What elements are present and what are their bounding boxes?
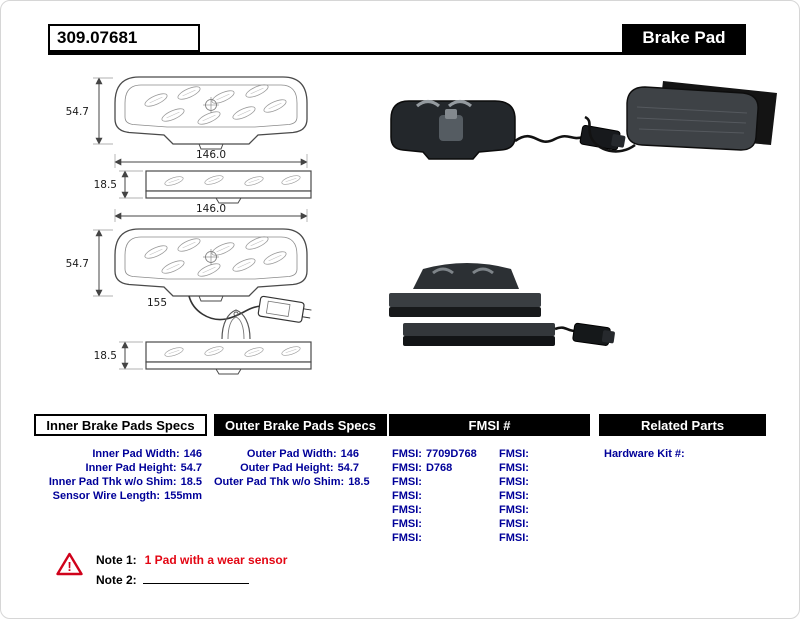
page-header: 309.07681 Brake Pad <box>48 24 746 55</box>
spec-value: 146 <box>340 448 359 460</box>
spec-label: Outer Pad Height: <box>240 462 334 474</box>
spec-value: 54.7 <box>337 462 359 474</box>
spec-row: Inner Pad Thk w/o Shim:18.5 <box>34 475 202 489</box>
fmsi-label: FMSI: <box>499 476 529 488</box>
warning-glyph: ! <box>67 559 71 574</box>
spec-value: 146 <box>183 448 202 460</box>
spec-label: Sensor Wire Length: <box>52 490 161 502</box>
fmsi-label: FMSI: <box>392 532 422 544</box>
fmsi-label: FMSI: <box>392 504 422 516</box>
fmsi-value: 7709D768 <box>425 448 477 460</box>
pad1-front-view <box>115 77 307 149</box>
spec-label: Inner Pad Height: <box>85 462 177 474</box>
spec-row: Outer Pad Height:54.7 <box>214 461 359 475</box>
spec-row: Outer Pad Thk w/o Shim:18.5 <box>214 475 370 489</box>
dim-pad2-height: 54.7 <box>66 229 113 297</box>
spec-row: Inner Pad Width:146 <box>34 447 202 461</box>
spec-row: Sensor Wire Length:155mm <box>34 489 202 503</box>
warning-icon: ! <box>56 552 83 576</box>
technical-diagram: 54.7 146.0 18.5 146.0 <box>66 59 777 411</box>
spec-label: Outer Pad Thk w/o Shim: <box>214 476 345 488</box>
pad2-side-view <box>146 342 311 374</box>
fmsi-label: FMSI: <box>392 448 422 460</box>
dimension-label: 18.5 <box>94 350 117 362</box>
dim-pad2-thickness: 18.5 <box>94 341 143 370</box>
dimension-label: 54.7 <box>66 106 89 118</box>
fmsi-value: D768 <box>425 462 453 474</box>
fmsi-row: FMSI:D768 FMSI: <box>392 461 590 475</box>
dimension-label: 155 <box>147 297 167 309</box>
dimension-label: 18.5 <box>94 179 117 191</box>
fmsi-label: FMSI: <box>392 476 422 488</box>
fmsi-label: FMSI: <box>499 490 529 502</box>
product-photo-top <box>390 81 777 160</box>
fmsi-row: FMSI: FMSI: <box>392 503 590 517</box>
fmsi-label: FMSI: <box>392 490 422 502</box>
note-2-blank-line <box>142 572 249 584</box>
fmsi-rows: FMSI:7709D768 FMSI: FMSI:D768 FMSI: FMSI… <box>392 447 590 545</box>
related-parts-rows: Hardware Kit #: <box>604 447 764 461</box>
pad2-front-view <box>115 229 307 301</box>
note-1: Note 1: 1 Pad with a wear sensor <box>96 553 287 567</box>
inner-specs-rows: Inner Pad Width:146 Inner Pad Height:54.… <box>34 447 202 503</box>
fmsi-row: FMSI: FMSI: <box>392 517 590 531</box>
wear-sensor-wire-drawing: 155 <box>147 295 312 323</box>
note-2-label: Note 2: <box>96 573 137 587</box>
spec-value: 54.7 <box>180 462 202 474</box>
spec-label: Hardware Kit #: <box>604 448 685 460</box>
spec-value: 155mm <box>164 490 202 502</box>
spec-value: 18.5 <box>180 476 202 488</box>
dim-pad2-width: 146.0 <box>114 203 308 222</box>
fmsi-label: FMSI: <box>499 532 529 544</box>
spec-value: 18.5 <box>348 476 370 488</box>
fmsi-label: FMSI: <box>392 518 422 530</box>
fmsi-label: FMSI: <box>392 462 422 474</box>
product-type-title: Brake Pad <box>622 24 746 52</box>
fmsi-label: FMSI: <box>499 518 529 530</box>
fmsi-label: FMSI: <box>499 448 529 460</box>
outer-specs-rows: Outer Pad Width:146 Outer Pad Height:54.… <box>214 447 370 489</box>
specs-table: Inner Brake Pads Specs Outer Brake Pads … <box>1 414 799 552</box>
spec-row: Outer Pad Width:146 <box>214 447 359 461</box>
fmsi-row: FMSI:7709D768 FMSI: <box>392 447 590 461</box>
fmsi-label: FMSI: <box>499 504 529 516</box>
fmsi-row: FMSI: FMSI: <box>392 531 590 545</box>
pad1-side-view <box>146 171 311 203</box>
spec-row: Hardware Kit #: <box>604 447 764 461</box>
dim-pad1-height: 54.7 <box>66 77 113 145</box>
spec-label: Outer Pad Width: <box>246 448 337 460</box>
fmsi-label: FMSI: <box>499 462 529 474</box>
part-number: 309.07681 <box>48 24 200 52</box>
spec-label: Inner Pad Thk w/o Shim: <box>48 476 177 488</box>
related-parts-header: Related Parts <box>599 414 766 436</box>
outer-specs-header: Outer Brake Pads Specs <box>214 414 387 436</box>
note-1-text: 1 Pad with a wear sensor <box>144 553 288 567</box>
spec-row: Inner Pad Height:54.7 <box>34 461 202 475</box>
dimension-label: 146.0 <box>196 203 226 215</box>
fmsi-header: FMSI # <box>389 414 590 436</box>
fmsi-row: FMSI: FMSI: <box>392 475 590 489</box>
product-photo-middle <box>389 263 615 346</box>
wear-sensor-clip-drawing <box>221 309 251 340</box>
spec-label: Inner Pad Width: <box>92 448 180 460</box>
fmsi-row: FMSI: FMSI: <box>392 489 590 503</box>
note-1-label: Note 1: <box>96 553 137 567</box>
dim-pad1-width: 146.0 <box>114 149 308 168</box>
inner-specs-header: Inner Brake Pads Specs <box>34 414 207 436</box>
note-2: Note 2: <box>96 572 249 587</box>
dimension-label: 146.0 <box>196 149 226 161</box>
dim-pad1-thickness: 18.5 <box>94 170 143 199</box>
dimension-label: 54.7 <box>66 258 89 270</box>
